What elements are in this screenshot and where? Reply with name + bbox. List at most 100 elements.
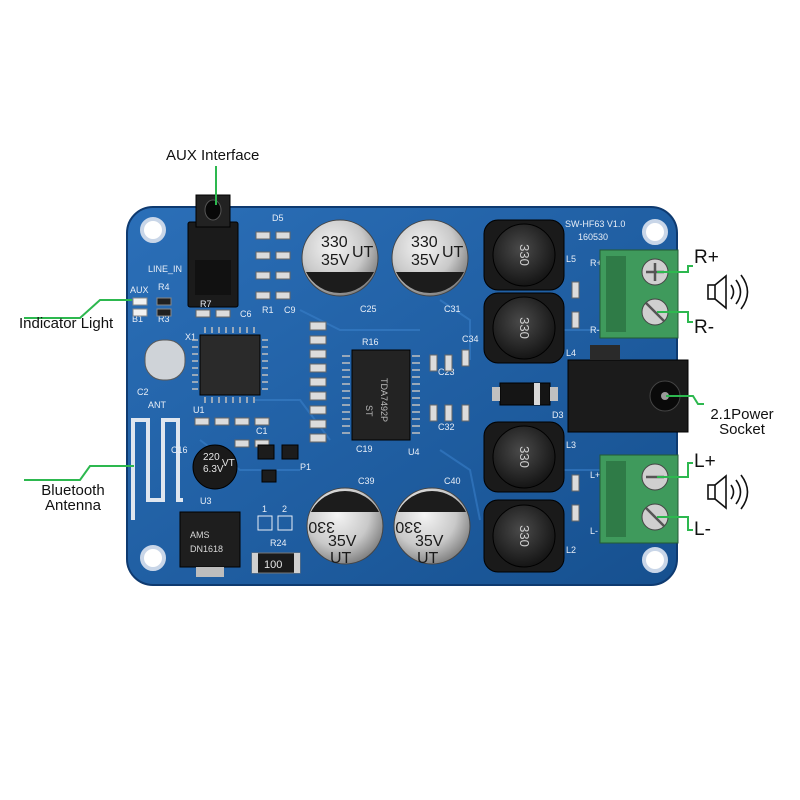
silk-c32: C32: [438, 422, 455, 432]
silk-d3: D3: [552, 410, 564, 420]
cap-small-value: 220: [203, 452, 220, 463]
terminal-left-channel: [599, 454, 679, 544]
cap-c25-series: UT: [352, 244, 374, 261]
terminal-right-channel: [599, 249, 679, 339]
silk-u4: U4: [408, 447, 420, 457]
indicator-leader-line: [24, 299, 132, 319]
chip-brand: ST: [364, 405, 374, 417]
cap-220uf: 220 6.3V VT: [192, 444, 238, 490]
cap-c31-voltage: 35V: [411, 252, 440, 269]
label-aux-interface: AUX Interface: [166, 147, 260, 164]
cap-c40-value: 330: [395, 518, 422, 535]
mounting-holes: [140, 217, 668, 573]
label-l-minus: L-: [694, 519, 711, 540]
power-leader-line: [666, 395, 704, 405]
silk-r4: R4: [158, 282, 170, 292]
silk-u3: U3: [200, 496, 212, 506]
silk-c31: C31: [444, 304, 461, 314]
speaker-left-icon: [707, 474, 749, 510]
label-l-plus: L+: [694, 451, 716, 472]
inductor-l3-code: 330: [517, 446, 532, 468]
transistors: [257, 444, 299, 483]
smd-parts-right: [571, 281, 580, 522]
silk-c34: C34: [462, 334, 479, 344]
silk-c40: C40: [444, 476, 461, 486]
chip-part: TDA7492P: [379, 378, 389, 422]
indicator-leds: [132, 297, 172, 317]
smd-cap-column: [309, 321, 327, 443]
silk-c23: C23: [438, 367, 455, 377]
silk-b1: B1: [132, 314, 143, 324]
r-plus-leader-line: [657, 265, 693, 273]
resistor-r24: 100: [251, 552, 301, 574]
amplifier-chip: TDA7492P ST: [342, 349, 420, 441]
inductor-l4-code: 330: [517, 317, 532, 339]
silk-l3: L3: [566, 440, 576, 450]
regulator-line1: AMS: [190, 530, 210, 540]
silk-r16: R16: [362, 337, 379, 347]
silk-c1: C1: [256, 426, 268, 436]
label-indicator-light: Indicator Light: [19, 315, 114, 332]
cap-c31: 330 35V UT: [391, 219, 469, 297]
silk-ant: ANT: [148, 400, 167, 410]
smd-parts-amp: [429, 349, 470, 422]
label-bluetooth-line1: Bluetooth: [41, 482, 105, 499]
silk-l5: L5: [566, 254, 576, 264]
inductor-l4: 330: [483, 292, 565, 364]
silk-d5: D5: [272, 213, 284, 223]
silk-board-r-minus: R-: [590, 325, 600, 335]
inductor-l5: 330: [483, 219, 565, 291]
label-power-line1: 2.1Power: [710, 406, 774, 423]
silk-board-r-plus: R+: [590, 258, 602, 268]
silk-c2: C2: [137, 387, 149, 397]
bluetooth-chip: [192, 327, 268, 403]
silk-c19: C19: [356, 444, 373, 454]
silk-p1: P1: [300, 462, 311, 472]
crystal-x1: [144, 339, 186, 381]
silk-board-id: SW-HF63 V1.0: [565, 219, 625, 229]
cap-c25: 330 35V UT: [301, 219, 379, 297]
pin-header: [257, 515, 293, 531]
diode-d3: [492, 382, 558, 406]
label-bluetooth-antenna: Bluetooth Antenna: [30, 483, 116, 513]
label-r-minus: R-: [694, 317, 715, 338]
silk-c6: C6: [240, 309, 252, 319]
silk-c9: C9: [284, 305, 296, 315]
silk-board-date: 160530: [578, 232, 608, 242]
regulator-line2: DN1618: [190, 544, 223, 554]
silk-l2: L2: [566, 545, 576, 555]
silk-board-l-minus: L-: [590, 526, 598, 536]
voltage-regulator: AMS DN1618: [179, 511, 241, 577]
resistor-code: 100: [264, 559, 282, 571]
antenna-trace: [131, 418, 183, 520]
cap-c40-series: UT: [417, 550, 439, 567]
cap-c39-series: UT: [330, 550, 352, 567]
aux-jack: [187, 194, 239, 308]
silk-r7: R7: [200, 299, 212, 309]
bluetooth-leader-line: [24, 465, 134, 481]
silk-c25: C25: [360, 304, 377, 314]
r-minus-leader-line: [657, 311, 693, 323]
smd-caps-mid: [194, 417, 270, 448]
cap-small-voltage: 6.3V: [203, 464, 224, 475]
smd-parts-top: [195, 231, 291, 318]
silk-l4: L4: [566, 348, 576, 358]
silk-r1: R1: [262, 305, 274, 315]
silk-board-l-plus: L+: [590, 470, 600, 480]
label-power-line2: Socket: [719, 421, 765, 438]
cap-c39: 330 35V UT: [306, 487, 384, 567]
cap-c31-series: UT: [442, 244, 464, 261]
silk-pin1: 1: [262, 504, 267, 514]
silk-r3: R3: [158, 314, 170, 324]
cap-c40: 330 35V UT: [393, 487, 471, 567]
cap-c39-voltage: 35V: [328, 533, 357, 550]
cap-c25-value: 330: [321, 234, 348, 251]
inductor-l2-code: 330: [517, 525, 532, 547]
l-minus-leader-line: [657, 516, 693, 531]
cap-c39-value: 330: [308, 518, 335, 535]
silk-r24: R24: [270, 538, 287, 548]
silk-line-in: LINE_IN: [148, 264, 182, 274]
speaker-right-icon: [707, 274, 749, 310]
inductor-l2: 330: [483, 499, 565, 573]
